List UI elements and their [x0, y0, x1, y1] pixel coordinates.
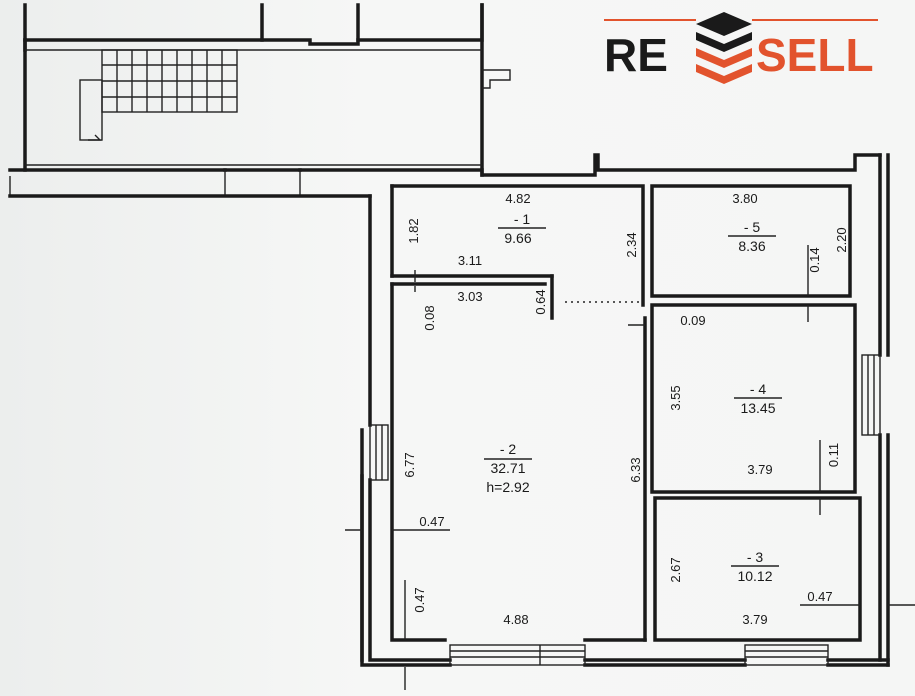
window-left [369, 424, 389, 481]
dim-label: 2.67 [668, 557, 683, 582]
room-3-area: 10.12 [737, 568, 772, 584]
room-4-area: 13.45 [740, 400, 775, 416]
dim-label: 6.77 [402, 452, 417, 477]
dim-label: 3.79 [747, 462, 772, 477]
dim-label: 0.64 [533, 289, 548, 314]
dim-label: 0.47 [419, 514, 444, 529]
room-1-number: - 1 [514, 211, 531, 227]
interior-partitions [390, 184, 862, 642]
room-2-label: - 2 32.71 h=2.92 [484, 441, 532, 495]
dim-label: 2.20 [834, 227, 849, 252]
dim-label: 3.80 [732, 191, 757, 206]
dim-label: 0.09 [680, 313, 705, 328]
dim-label: 1.82 [406, 218, 421, 243]
dimension-labels: 4.82 1.82 3.11 2.34 3.03 0.08 0.64 3.80 … [402, 191, 849, 627]
dim-label: 0.08 [422, 305, 437, 330]
room-5-area: 8.36 [738, 238, 765, 254]
dim-label: 0.14 [807, 247, 822, 272]
window-right-room4 [861, 354, 881, 436]
logo-text-left: RE [604, 29, 668, 81]
dim-label: 4.82 [505, 191, 530, 206]
logo-text-right: SELL [756, 29, 874, 81]
dim-label: 6.33 [628, 457, 643, 482]
room-1-area: 9.66 [504, 230, 531, 246]
room-4-label: - 4 13.45 [734, 381, 782, 416]
room-4-number: - 4 [750, 381, 767, 397]
room-1-label: - 1 9.66 [498, 211, 546, 246]
dimension-marks [392, 245, 860, 640]
dim-label: 0.11 [826, 443, 841, 467]
stairwell-block [8, 3, 882, 198]
room-5-number: - 5 [744, 219, 761, 235]
room-2-height: h=2.92 [486, 479, 529, 495]
dim-label: 0.47 [807, 589, 832, 604]
dim-label: 4.88 [503, 612, 528, 627]
dim-label: 3.55 [668, 385, 683, 410]
apartment-outer-walls [345, 153, 915, 690]
resell-logo: RE SELL [604, 12, 878, 84]
room-5-label: - 5 8.36 [728, 219, 776, 254]
dim-label: 3.11 [458, 253, 482, 268]
room-2-number: - 2 [500, 441, 517, 457]
window-bottom-room3 [744, 644, 829, 666]
dim-label: 2.34 [624, 232, 639, 257]
stacked-layers-icon [696, 12, 752, 84]
room-3-label: - 3 10.12 [731, 549, 779, 584]
room-3-number: - 3 [747, 549, 764, 565]
dim-label: 3.79 [742, 612, 767, 627]
dim-label: 3.03 [457, 289, 482, 304]
room-2-area: 32.71 [490, 460, 525, 476]
window-bottom-room2 [449, 644, 586, 666]
dim-label: 0.47 [412, 587, 427, 612]
stair-treads [102, 50, 237, 112]
